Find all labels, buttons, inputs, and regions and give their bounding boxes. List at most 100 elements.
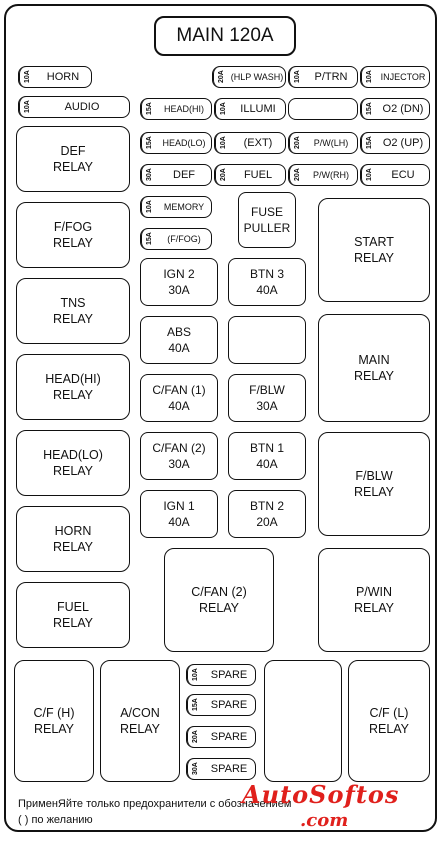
fuse-rating: 10A [215, 99, 231, 119]
fuse-head-lo: 15A HEAD(LO) [140, 132, 212, 154]
fuse-rating: 20A [289, 133, 305, 153]
fuse-btn3: BTN 3 40A [228, 258, 306, 306]
relay-label: TNS RELAY [52, 296, 94, 326]
pwin-relay: P/WIN RELAY [318, 548, 430, 652]
fuse-label: ECU [391, 169, 415, 181]
fuse-hlp-wash: 20A(HLP WASH) [212, 66, 286, 88]
fuse-puller-label: FUSE PULLER [243, 205, 291, 235]
fuse-label: AUDIO [64, 101, 100, 113]
fuse-label: ILLUMI [240, 103, 276, 115]
fuse-ffog: 15A(F/FOG) [140, 228, 212, 250]
fuse-rating: 15A [361, 99, 377, 119]
relay-label: DEF RELAY [52, 144, 94, 174]
fuse-label: C/FAN (2) 30A [152, 441, 206, 471]
ffog-relay: F/FOG RELAY [16, 202, 130, 268]
fuse-rating: 10A [187, 665, 203, 685]
fuse-label: P/TRN [314, 71, 348, 83]
fuse-rating: 15A [141, 229, 157, 249]
fuse-label: HEAD(LO) [162, 138, 206, 148]
fuse-label: BTN 3 40A [249, 267, 284, 297]
def-relay: DEF RELAY [16, 126, 130, 192]
cf-h-relay: C/F (H) RELAY [14, 660, 94, 782]
fuse-label: O2 (DN) [382, 103, 424, 115]
relay-label: C/F (L) RELAY [368, 706, 410, 736]
usage-note-line2: ( ) по желанию [18, 814, 93, 826]
fuse-rating: 10A [19, 67, 35, 87]
relay-label: HEAD(HI) RELAY [45, 372, 101, 402]
main-relay: MAIN RELAY [318, 314, 430, 422]
fuse-ign2: IGN 2 30A [140, 258, 218, 306]
relay-label: F/FOG RELAY [52, 220, 94, 250]
fuse-ext: 10A (EXT) [214, 132, 286, 154]
fuse-rating: 10A [361, 67, 377, 87]
fuse-label: MEMORY [163, 202, 205, 212]
fuse-label: BTN 2 20A [249, 499, 284, 529]
acon-relay: A/CON RELAY [100, 660, 180, 782]
fuse-rating: 30A [141, 165, 157, 185]
fuse-rating: 15A [361, 133, 377, 153]
relay-label: F/BLW RELAY [353, 469, 395, 499]
fuse-rating: 10A [289, 67, 305, 87]
fuse-rating: 10A [361, 165, 377, 185]
fuse-label: (EXT) [243, 137, 273, 149]
cfan2-relay: C/FAN (2) RELAY [164, 548, 274, 652]
fuse-fblw: F/BLW 30A [228, 374, 306, 422]
fuse-label: IGN 2 30A [163, 267, 195, 297]
fuse-ptrn: 10A P/TRN [288, 66, 358, 88]
fuse-ign1: IGN 1 40A [140, 490, 218, 538]
fuse-slot-empty [288, 98, 358, 120]
relay-label: START RELAY [353, 235, 395, 265]
fuse-illumi: 10A ILLUMI [214, 98, 286, 120]
horn-relay: HORN RELAY [16, 506, 130, 572]
fuse-rating: 15A [187, 695, 203, 715]
fuel-relay: FUEL RELAY [16, 582, 130, 648]
fuse-label: (HLP WASH) [230, 72, 284, 82]
fuse-ecu: 10A ECU [360, 164, 430, 186]
fuse-label: F/BLW 30A [249, 383, 285, 413]
fuse-rating: 20A [213, 67, 229, 87]
main-fuse-label: MAIN 120A [176, 25, 274, 46]
fuse-label: BTN 1 40A [249, 441, 284, 471]
fuse-btn1: BTN 1 40A [228, 432, 306, 480]
fuse-rating: 10A [215, 133, 231, 153]
relay-label: HORN RELAY [52, 524, 94, 554]
usage-note: ПрименЯйте только предохранители с обозн… [18, 796, 291, 828]
relay-label: P/WIN RELAY [353, 585, 395, 615]
fuse-rating: 20A [289, 165, 305, 185]
fuse-label: IGN 1 40A [163, 499, 195, 529]
fuse-label: HORN [46, 71, 80, 83]
start-relay: START RELAY [318, 198, 430, 302]
relay-label: A/CON RELAY [119, 706, 161, 736]
fuse-rating: 20A [187, 727, 203, 747]
relay-slot-empty [264, 660, 342, 782]
fuse-label: ABS 40A [166, 325, 191, 355]
fuse-rating: 20A [215, 165, 231, 185]
relay-label: FUEL RELAY [52, 600, 94, 630]
fuse-rating: 15A [141, 133, 157, 153]
usage-note-line1: ПрименЯйте только предохранители с обозн… [18, 798, 292, 810]
relay-label: C/F (H) RELAY [33, 706, 75, 736]
head-lo-relay: HEAD(LO) RELAY [16, 430, 130, 496]
fuse-slot-empty-large [228, 316, 306, 364]
fuse-puller: FUSE PULLER [238, 192, 296, 248]
relay-label: C/FAN (2) RELAY [191, 585, 247, 615]
fblw-relay: F/BLW RELAY [318, 432, 430, 536]
tns-relay: TNS RELAY [16, 278, 130, 344]
fuse-rating: 15A [141, 99, 157, 119]
watermark-domain: .com [300, 810, 349, 831]
fuse-label: FUEL [243, 169, 273, 181]
fuse-label: HEAD(HI) [164, 104, 204, 114]
cf-l-relay: C/F (L) RELAY [348, 660, 430, 782]
fuse-rating: 10A [141, 197, 157, 217]
fuse-label: SPARE [210, 763, 248, 775]
head-hi-relay: HEAD(HI) RELAY [16, 354, 130, 420]
